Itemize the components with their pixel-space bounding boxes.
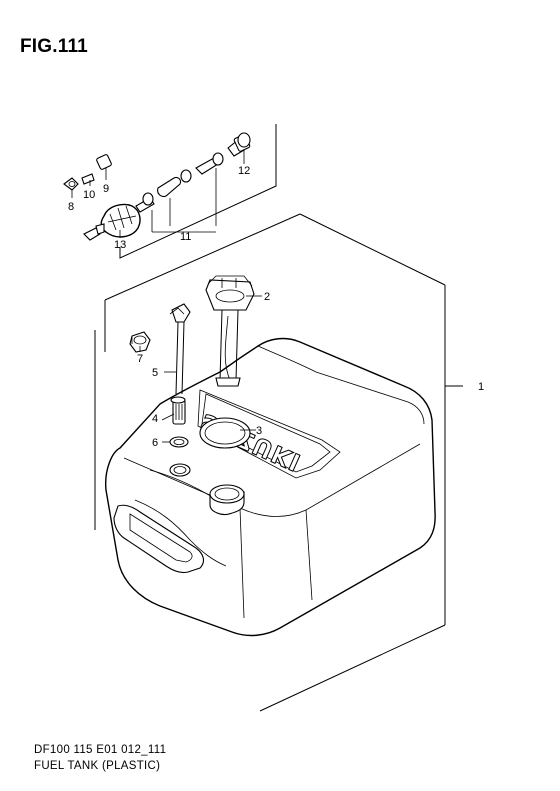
fuel-hose-assembly[interactable] bbox=[83, 132, 251, 241]
hose-fitting-parts[interactable] bbox=[63, 154, 112, 191]
callout-10: 10 bbox=[83, 189, 95, 201]
fuel-tank[interactable]: SUZUKI bbox=[104, 337, 436, 637]
callout-6: 6 bbox=[152, 437, 158, 449]
callout-5: 5 bbox=[152, 367, 158, 379]
callout-11: 11 bbox=[180, 231, 191, 243]
fuel-gauge[interactable] bbox=[205, 275, 255, 387]
callout-13: 13 bbox=[114, 239, 126, 251]
leader-lines bbox=[71, 150, 262, 443]
callout-3: 3 bbox=[256, 425, 262, 437]
callout-4: 4 bbox=[152, 413, 158, 425]
assembly-frame-tank bbox=[94, 213, 463, 712]
tank-connector[interactable] bbox=[129, 331, 151, 353]
fuel-pickup[interactable] bbox=[169, 303, 191, 448]
callout-1: 1 bbox=[478, 381, 484, 393]
assembly-frame-hose bbox=[119, 124, 277, 259]
callout-8: 8 bbox=[68, 201, 74, 213]
figure-title: FIG.111 bbox=[20, 36, 88, 57]
figure-caption: FUEL TANK (PLASTIC) bbox=[34, 760, 161, 772]
figure-code: DF100 115 E01 012_111 bbox=[34, 744, 167, 756]
callout-7: 7 bbox=[137, 353, 143, 365]
callout-9: 9 bbox=[103, 183, 109, 195]
callout-labels: 1 2 3 4 5 6 7 8 9 10 11 12 13 bbox=[68, 165, 484, 449]
callout-2: 2 bbox=[264, 291, 270, 303]
callout-12: 12 bbox=[238, 165, 250, 177]
